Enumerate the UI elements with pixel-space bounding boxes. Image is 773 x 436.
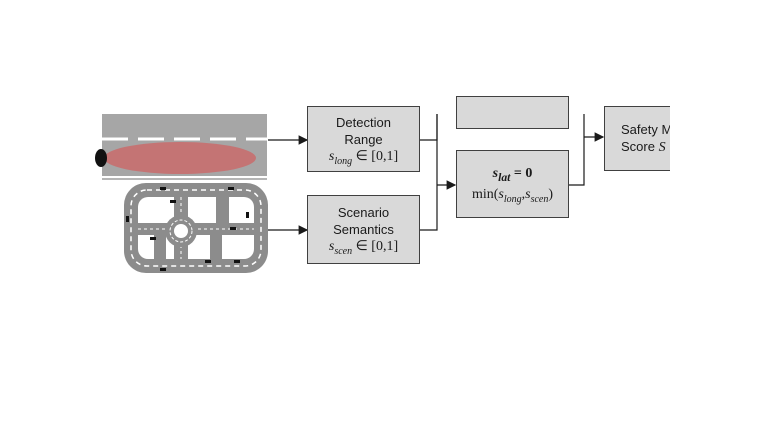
detection-label-1: Detection <box>336 114 391 130</box>
safety-label-2: Score S ∈ <box>621 139 670 155</box>
min-function: min(slong,sscen) <box>471 186 554 205</box>
highway-detection-icon <box>95 114 267 180</box>
detection-range-box: Detection Range slong ∈ [0,1] <box>307 106 420 172</box>
scenario-label-2: Semantics <box>333 222 394 237</box>
connectors <box>268 114 605 235</box>
detection-score-formula: slong ∈ [0,1] <box>328 148 399 167</box>
road-network-map-icon <box>124 183 268 273</box>
diagram-canvas: Detection Range slong ∈ [0,1] Scenario S… <box>95 96 670 273</box>
upper-partial-box <box>456 96 569 129</box>
fusion-min-box: slat = 0 min(slong,sscen) <box>456 150 569 218</box>
lateral-score-equation: slat = 0 <box>492 166 533 184</box>
scenario-score-formula: sscen ∈ [0,1] <box>328 239 399 257</box>
scenario-label-1: Scenario <box>337 205 390 220</box>
scenario-semantics-box: Scenario Semantics sscen ∈ [0,1] <box>307 195 420 264</box>
connector-fusion-out <box>569 114 585 186</box>
safety-label-1: Safety M <box>621 122 670 137</box>
safety-score-box: Safety M Score S ∈ <box>604 106 670 171</box>
connector-scenario-out <box>420 114 438 231</box>
detection-label-2: Range <box>344 131 383 147</box>
